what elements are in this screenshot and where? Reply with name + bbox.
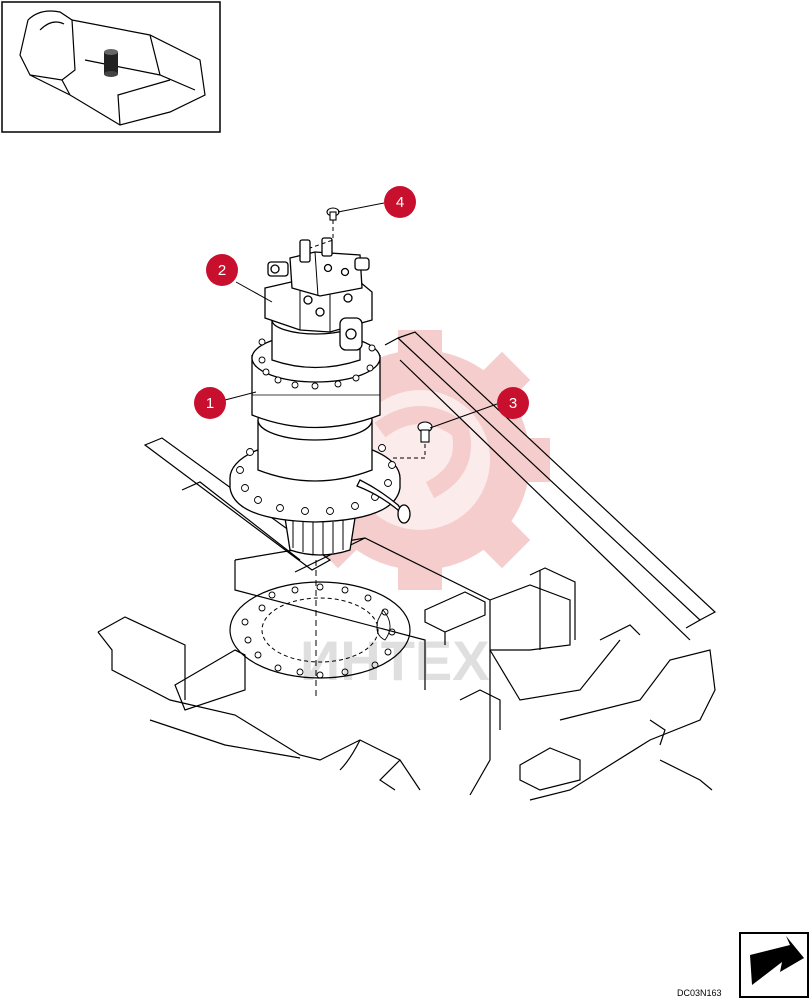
next-page-arrow-icon[interactable] bbox=[739, 932, 809, 998]
inset-swing-motor-marker bbox=[104, 49, 118, 77]
inset-thumbnail bbox=[1, 1, 221, 133]
callout-3-label: 3 bbox=[509, 395, 517, 412]
drawing-code: DC03N163 bbox=[677, 988, 722, 998]
callout-4: 4 bbox=[384, 186, 416, 218]
callout-3: 3 bbox=[497, 387, 529, 419]
housing-bolts bbox=[258, 338, 376, 390]
swing-motor-assembly bbox=[229, 237, 411, 556]
callout-2: 2 bbox=[206, 254, 238, 286]
leader-lines bbox=[224, 202, 498, 459]
pinion-gear bbox=[284, 517, 356, 556]
callout-4-label: 4 bbox=[396, 194, 404, 211]
callout-2-label: 2 bbox=[218, 262, 226, 279]
bolt-part-4 bbox=[326, 207, 340, 221]
callout-1: 1 bbox=[194, 387, 226, 419]
bolt-part-3 bbox=[417, 421, 433, 443]
watermark-text: ИНТЕХ bbox=[300, 629, 490, 692]
callout-1-label: 1 bbox=[206, 395, 214, 412]
flange-bolt-holes bbox=[236, 444, 396, 515]
